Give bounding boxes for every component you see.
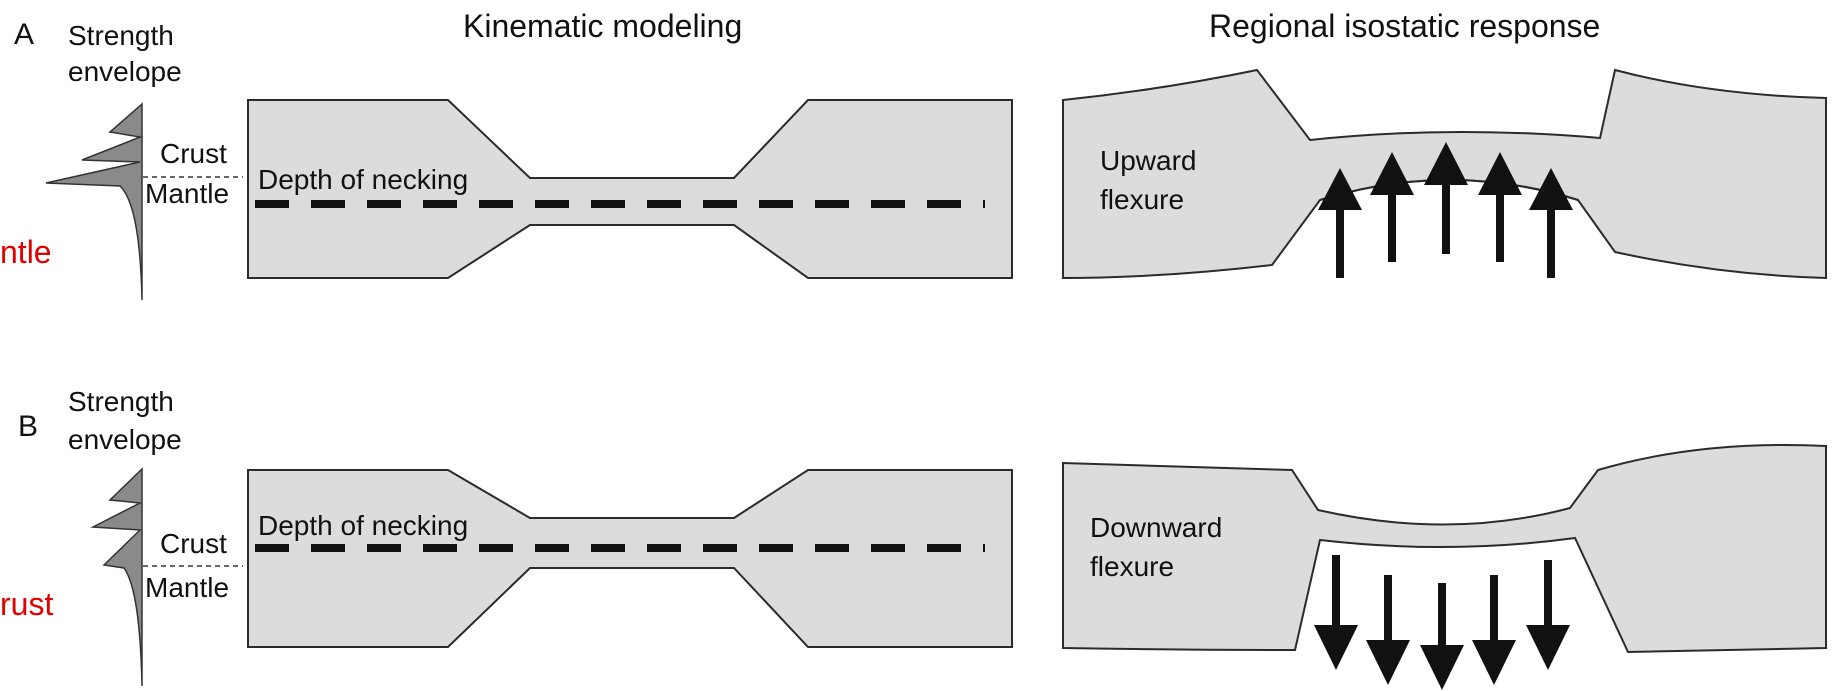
panel-a-strength-label-line2: envelope (68, 56, 182, 87)
panel-b-letter: B (18, 410, 38, 443)
panel-b-regional-block (1062, 444, 1827, 654)
title-kinematic-modeling: Kinematic modeling (463, 8, 742, 44)
panel-a-kinematic-block (247, 99, 1013, 279)
panel-b-downward-arrows (1314, 555, 1570, 690)
downward-arrow-icon (1526, 560, 1570, 670)
panel-a-crust-label: Crust (160, 138, 227, 169)
panel-a: A Strength envelope Crust Mantle ntle De… (0, 18, 1827, 301)
panel-a-red-annotation: ntle (0, 234, 52, 270)
panel-a-strength-envelope (45, 102, 143, 301)
downward-arrow-icon (1314, 555, 1358, 670)
panel-b-strength-label-line1: Strength (68, 386, 174, 417)
panel-b-red-annotation: rust (0, 586, 53, 622)
downward-arrow-icon (1472, 575, 1516, 685)
downward-arrow-icon (1420, 583, 1464, 690)
downward-arrow-icon (1366, 575, 1410, 685)
panel-b-flexure-label-line1: Downward (1090, 512, 1222, 543)
upward-arrow-icon (1478, 152, 1522, 262)
panel-b-flexure-label-line2: flexure (1090, 551, 1174, 582)
panel-a-mantle-label: Mantle (145, 178, 229, 209)
panel-a-flexure-label-line1: Upward (1100, 145, 1196, 176)
panel-b-strength-label-line2: envelope (68, 424, 182, 455)
panel-b-crust-label: Crust (160, 528, 227, 559)
panel-a-upward-arrows (1318, 142, 1573, 278)
title-regional-isostatic-response: Regional isostatic response (1209, 8, 1600, 44)
panel-b-strength-envelope (90, 467, 143, 687)
upward-arrow-icon (1424, 142, 1468, 254)
panel-a-strength-label-line1: Strength (68, 20, 174, 51)
upward-arrow-icon (1318, 168, 1362, 278)
panel-b-mantle-label: Mantle (145, 572, 229, 603)
upward-arrow-icon (1370, 152, 1414, 262)
panel-a-depth-of-necking-label: Depth of necking (258, 164, 468, 195)
panel-b-depth-of-necking-label: Depth of necking (258, 510, 468, 541)
panel-a-flexure-label-line2: flexure (1100, 184, 1184, 215)
upward-arrow-icon (1529, 168, 1573, 278)
panel-b: B Strength envelope Crust Mantle rust De… (0, 386, 1827, 690)
panel-b-kinematic-block (247, 469, 1013, 648)
panel-a-letter: A (14, 18, 34, 51)
